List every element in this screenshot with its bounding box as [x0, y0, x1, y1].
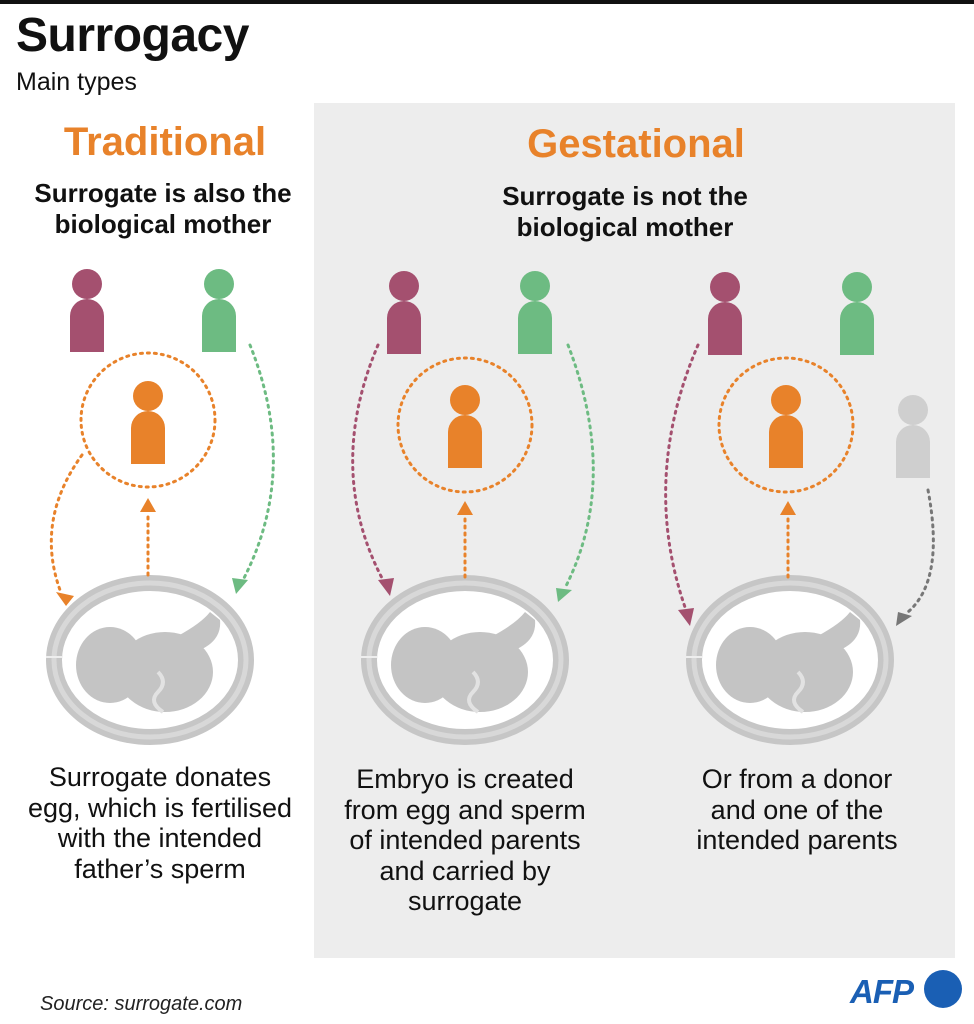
gestational-description: Surrogate is not the biological mother — [502, 181, 748, 242]
afp-logo: AFP — [850, 970, 962, 1012]
intended-mother-icon — [387, 271, 421, 354]
intended-mother-icon — [70, 269, 104, 352]
top-rule — [0, 0, 974, 4]
surrogate-circle — [396, 356, 534, 494]
source-note: Source: surrogate.com — [40, 993, 243, 1015]
traditional-heading: Traditional — [63, 120, 267, 164]
gestational-panel — [314, 103, 955, 958]
surrogate-circle — [79, 351, 217, 489]
gestational-scene-2 — [664, 272, 935, 737]
arrowhead-icon — [556, 588, 572, 602]
arrowhead-icon — [378, 578, 394, 596]
traditional-caption: Surrogate donates egg, which is fertilis… — [27, 762, 293, 884]
intended-father-icon — [840, 272, 874, 355]
page-subtitle: Main types — [16, 68, 137, 96]
arrow-father-egg-icon — [563, 343, 595, 590]
egg-fetus-icon — [686, 583, 886, 737]
egg-fetus-icon — [361, 583, 561, 737]
egg-fetus-icon — [46, 583, 246, 737]
surrogate-icon — [448, 385, 482, 468]
gestational-caption-2: Or from a donor and one of the intended … — [696, 764, 898, 855]
arrowhead-icon — [896, 612, 912, 626]
traditional-description: Surrogate is also the biological mother — [34, 178, 292, 239]
afp-logo-dot-icon — [924, 970, 962, 1008]
gestational-caption-1: Embryo is created from egg and sperm of … — [344, 764, 586, 916]
surrogate-icon — [131, 381, 165, 464]
arrowhead-icon — [56, 592, 74, 606]
donor-icon — [896, 395, 930, 478]
arrow-father-egg-icon — [241, 343, 275, 582]
arrowhead-icon — [780, 501, 796, 515]
intended-mother-icon — [708, 272, 742, 355]
gestational-scene-1 — [351, 271, 595, 737]
arrow-mother-egg-icon — [664, 343, 700, 612]
gestational-heading: Gestational — [527, 122, 745, 166]
arrowhead-icon — [678, 608, 694, 626]
surrogate-circle — [717, 356, 855, 494]
arrowhead-icon — [140, 498, 156, 512]
arrow-mother-egg-icon — [351, 343, 385, 582]
intended-father-icon — [202, 269, 236, 352]
arrowhead-icon — [457, 501, 473, 515]
traditional-scene — [46, 269, 275, 737]
arrowhead-icon — [232, 578, 248, 594]
arrow-donor-egg-icon — [906, 488, 935, 614]
page-title: Surrogacy — [16, 9, 249, 62]
afp-logo-text: AFP — [850, 973, 914, 1010]
intended-father-icon — [518, 271, 552, 354]
surrogate-icon — [769, 385, 803, 468]
arrow-surrogate-egg-icon — [49, 453, 84, 592]
